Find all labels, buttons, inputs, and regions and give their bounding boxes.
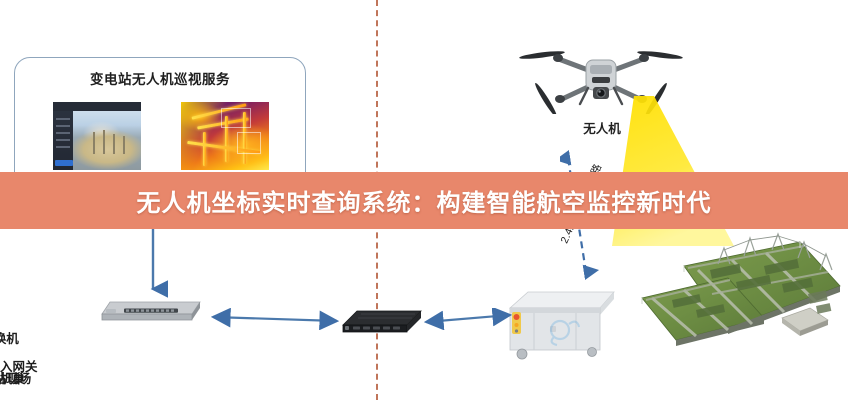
thumbnail-ai-recognition xyxy=(181,102,269,170)
title-overlay-banner: 无人机坐标实时查询系统：构建智能航空监控新时代 xyxy=(0,172,848,229)
service-card-title: 变电站无人机巡视服务 xyxy=(90,72,230,87)
substation-site-icon xyxy=(632,232,844,360)
thumbnail-3d-reality xyxy=(53,102,141,170)
gateway-icon xyxy=(337,305,427,335)
drone-nest-icon xyxy=(504,282,620,362)
node-label-substation: 变电站现场 xyxy=(0,372,32,386)
switch-icon xyxy=(96,296,206,322)
overlay-title-text: 无人机坐标实时查询系统：构建智能航空监控新时代 xyxy=(136,190,712,217)
node-label-nest: 智能机巢 xyxy=(0,372,26,386)
node-label-drone: 无人机 xyxy=(583,122,621,136)
drone-icon xyxy=(516,42,686,118)
node-label-switch: 交换机 xyxy=(0,332,19,346)
connector-switch-to-gateway xyxy=(205,307,345,331)
connector-gateway-to-nest xyxy=(418,306,518,331)
node-label-gateway: 安全接入网关 xyxy=(0,360,38,374)
